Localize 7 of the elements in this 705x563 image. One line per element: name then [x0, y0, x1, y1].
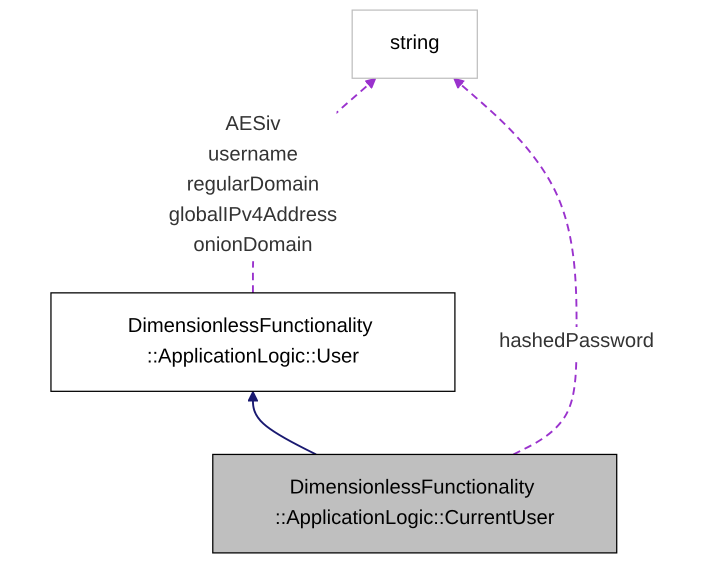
edge-label: AESiv username regularDomain globalIPv4Address onionDomain — [168, 114, 338, 256]
arrow — [453, 78, 578, 456]
edge-label: hashedPassword — [499, 330, 654, 352]
node-box — [212, 454, 618, 554]
node-box — [50, 292, 456, 392]
arrow — [247, 390, 317, 456]
node-box — [352, 9, 478, 79]
